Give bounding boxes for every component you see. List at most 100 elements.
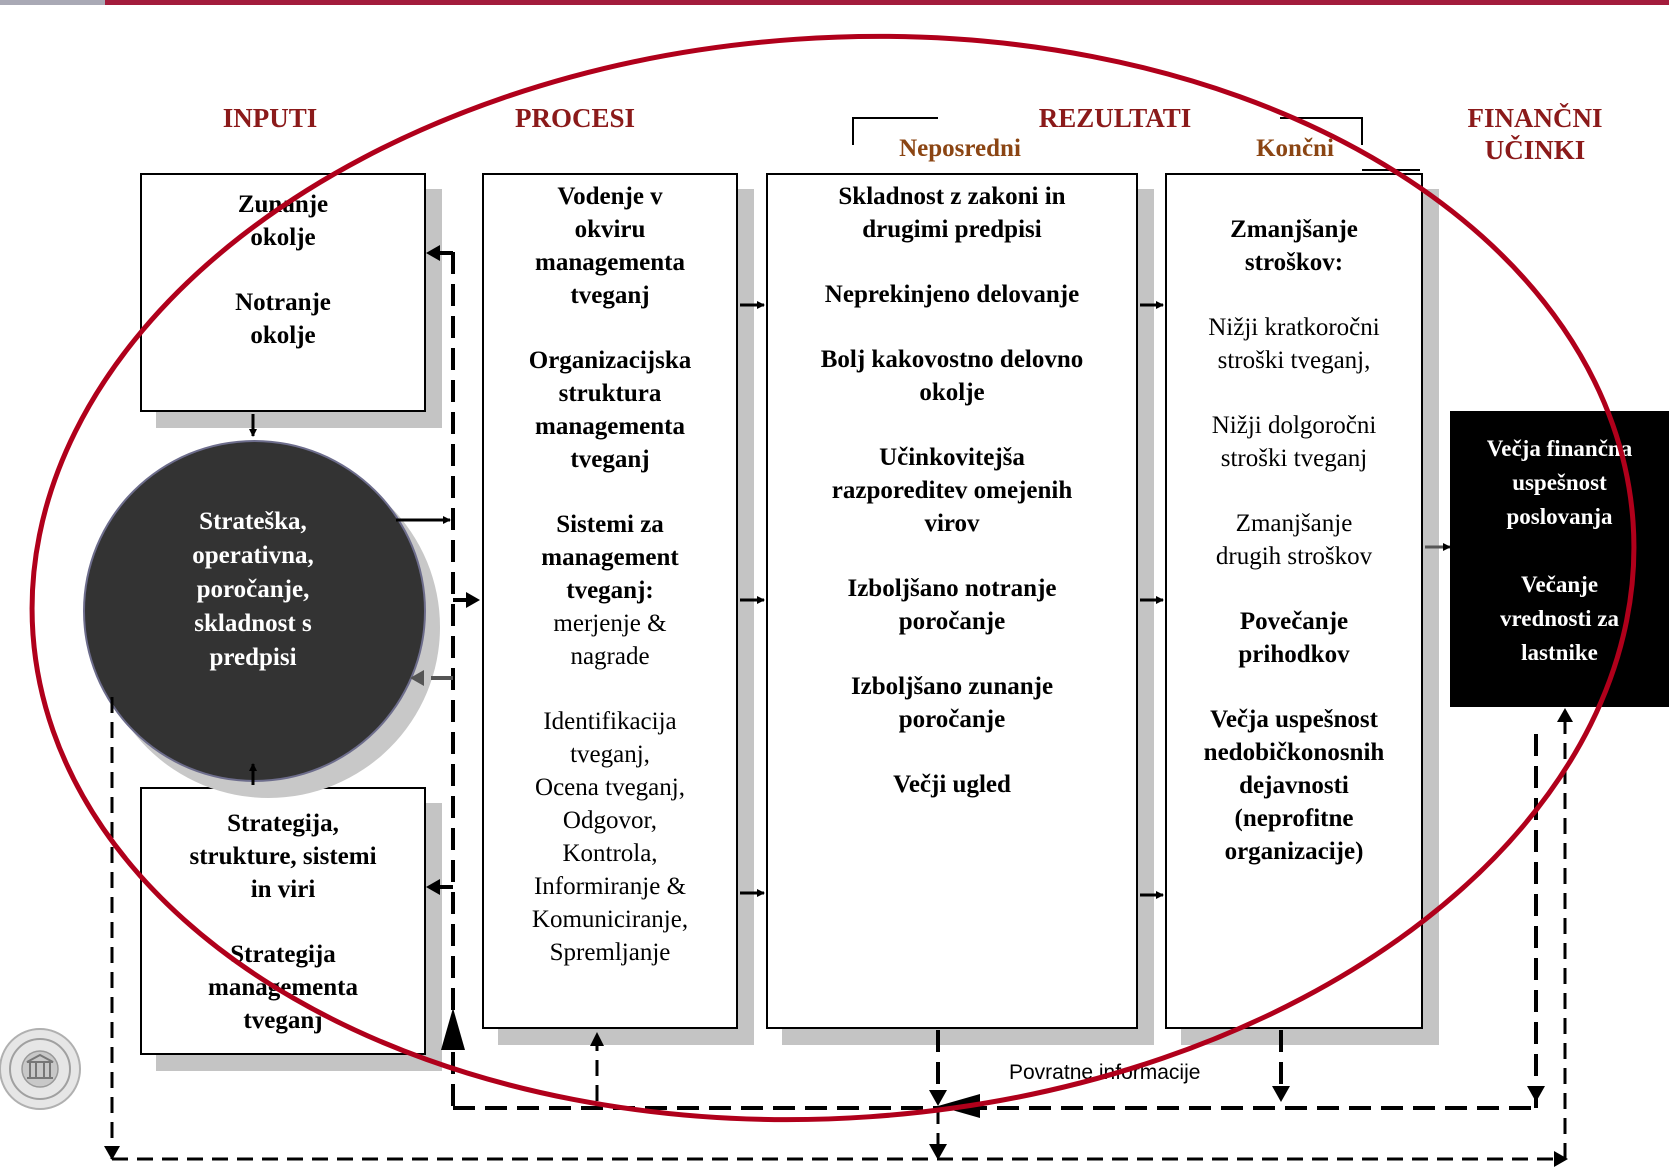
direct-result-line: poročanje — [898, 706, 1006, 733]
process-steps: Identifikacija tveganj, Ocena tveganj, O… — [482, 705, 738, 969]
final-results-box — [1165, 173, 1423, 1029]
process-step: tveganj, — [570, 741, 650, 768]
direct-result-line: poročanje — [898, 608, 1006, 635]
final-result-line: nedobičkonosnih — [1203, 739, 1385, 766]
strategy-line5: managementa — [208, 974, 358, 1001]
header-results: REZULTATI — [1038, 103, 1192, 133]
objectives-text: Strateška, operativna, poročanje, skladn… — [118, 505, 388, 675]
direct-result-line: okolje — [919, 379, 985, 406]
header-financial-line2: UČINKI — [1484, 135, 1586, 165]
process-systems: Sistemi za management tveganj: — [482, 508, 738, 607]
objectives-circle — [83, 440, 426, 782]
objectives-line4: skladnost s — [194, 610, 312, 637]
final-results-text: Zmanjšanje stroškov: Nižji kratkoročni s… — [1165, 213, 1423, 868]
header-financial: FINANČNI UČINKI — [1440, 102, 1630, 166]
financial-effects-text: Večja finančna uspešnost poslovanja Veča… — [1450, 432, 1669, 670]
outer-feedback-loop — [110, 697, 1567, 1161]
external-environment-line2: okolje — [250, 224, 316, 251]
internal-environment-line2: okolje — [250, 322, 316, 349]
objectives-line2: operativna, — [192, 542, 314, 569]
financial-effect-line: Večja finančna — [1486, 436, 1633, 461]
final-result-line: stroški tveganj — [1220, 445, 1368, 472]
final-result-line: stroški tveganj, — [1217, 347, 1371, 374]
process-step: Spremljanje — [549, 939, 671, 966]
process-org-structure-line: struktura — [558, 380, 662, 407]
process-step: Komuniciranje, — [531, 906, 689, 933]
strategy-line2: strukture, sistemi — [189, 843, 377, 870]
direct-result-line: razporeditev omejenih — [831, 477, 1073, 504]
final-result-line: prihodkov — [1238, 641, 1350, 668]
strategy-line3: in viri — [250, 876, 316, 903]
direct-result-line: Neprekinjeno delovanje — [824, 281, 1080, 308]
header-results-final: Končni — [1256, 135, 1334, 162]
feedback-label: Povratne informacije — [1009, 1061, 1201, 1084]
direct-results-text: Skladnost z zakoni in drugimi predpisi N… — [766, 180, 1138, 801]
process-systems-line: Sistemi za — [556, 511, 664, 538]
final-result-line: Zmanjšanje — [1235, 510, 1353, 537]
final-result-line: organizacije) — [1224, 838, 1364, 865]
financial-effect-line: Večanje — [1520, 572, 1599, 597]
process-measurement-line: merjenje & — [553, 610, 667, 637]
inputs-strategy-text: Strategija, strukture, sistemi in viri S… — [140, 807, 426, 1037]
financial-effect-line: lastnike — [1521, 640, 1598, 665]
objectives-line5: predpisi — [209, 644, 297, 671]
direct-result-line: Večji ugled — [893, 771, 1011, 798]
processes-text: Vodenje v okviru managementa tveganj Org… — [482, 180, 738, 969]
top-accent-bar-gray — [0, 0, 105, 5]
objectives-line3: poročanje, — [196, 576, 310, 603]
feedback-loops — [420, 251, 1538, 1110]
strategy-line1: Strategija, — [227, 810, 339, 837]
final-result-line: Povečanje — [1239, 608, 1349, 635]
header-results-direct: Neposredni — [899, 135, 1021, 162]
process-step: Odgovor, — [562, 807, 658, 834]
direct-result-line: Izboljšano zunanje — [850, 673, 1054, 700]
results-bracket — [852, 117, 1420, 171]
header-processes: PROCESI — [514, 103, 636, 133]
process-governance-line: okviru — [574, 216, 646, 243]
final-result-line: Nižji dolgoročni — [1211, 412, 1377, 439]
process-step: Informiranje & — [533, 873, 687, 900]
process-measurement-line: nagrade — [570, 643, 650, 670]
header-inputs: INPUTI — [222, 103, 318, 133]
process-governance: Vodenje v okviru managementa tveganj — [482, 180, 738, 312]
process-governance-line: Vodenje v — [557, 183, 663, 210]
final-result-line: (neprofitne — [1234, 805, 1354, 832]
direct-result-line: Bolj kakovostno delovno — [820, 346, 1084, 373]
process-step: Ocena tveganj, — [535, 774, 685, 801]
direct-result-line: Skladnost z zakoni in — [838, 183, 1066, 210]
university-seal-logo — [0, 1028, 81, 1110]
process-org-structure-line: Organizacijska — [528, 347, 692, 374]
flow-arrows — [249, 301, 1451, 899]
direct-result-line: drugimi predpisi — [862, 216, 1042, 243]
strategy-line6: tveganj — [243, 1007, 323, 1034]
strategy-line4: Strategija — [230, 941, 336, 968]
process-org-structure-line: managementa — [535, 413, 685, 440]
direct-result-line: Izboljšano notranje — [847, 575, 1057, 602]
financial-effect-line: poslovanja — [1506, 504, 1613, 529]
top-accent-bar — [0, 0, 1669, 5]
process-systems-line: management — [541, 544, 679, 571]
internal-environment-line1: Notranje — [235, 289, 331, 316]
final-result-line: drugih stroškov — [1215, 543, 1373, 570]
process-step: Kontrola, — [562, 840, 658, 867]
direct-result-line: virov — [924, 510, 980, 537]
process-org-structure: Organizacijska struktura managementa tve… — [482, 344, 738, 476]
feedback-arrowheads — [104, 245, 1573, 1167]
process-measurement: merjenje & nagrade — [482, 607, 738, 673]
process-org-structure-line: tveganj — [570, 446, 650, 473]
final-result-line: Zmanjšanje — [1230, 216, 1358, 243]
process-governance-line: tveganj — [570, 282, 650, 309]
process-systems-line: tveganj: — [566, 577, 654, 604]
process-step: Identifikacija — [543, 708, 677, 735]
final-result-line: stroškov: — [1244, 249, 1344, 276]
final-result-line: Večja uspešnost — [1210, 706, 1378, 733]
final-result-line: dejavnosti — [1239, 772, 1349, 799]
direct-results-box — [766, 173, 1138, 1029]
final-result-line: Nižji kratkoročni — [1208, 314, 1380, 341]
objectives-line1: Strateška, — [199, 508, 307, 535]
process-governance-line: managementa — [535, 249, 685, 276]
financial-effect-line: uspešnost — [1512, 470, 1607, 495]
financial-effect-line: vrednosti za — [1499, 606, 1620, 631]
